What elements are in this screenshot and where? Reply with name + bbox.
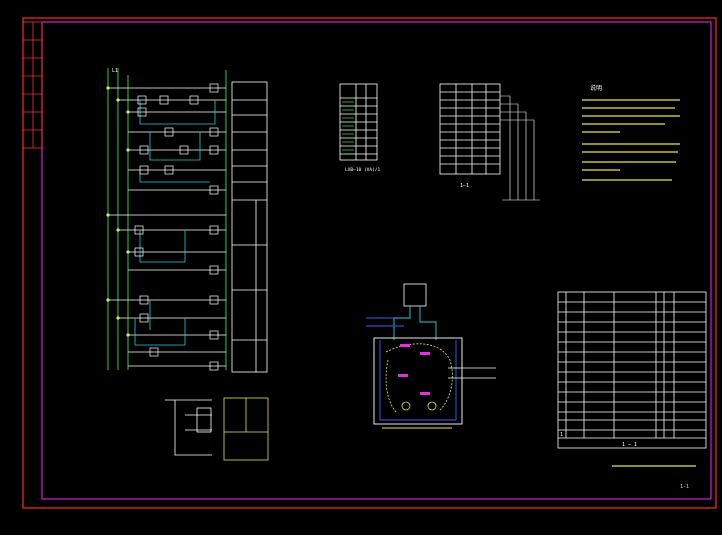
notes-block: 说明: [582, 84, 680, 181]
contact-table-small: LXB—10 (VA)/1: [339, 83, 381, 173]
installation-diagram: [366, 283, 496, 429]
auxiliary-circuit: [165, 397, 269, 461]
inner-frame: [41, 21, 712, 500]
mid-table-caption: 1—1: [460, 183, 469, 189]
bom-bottom-row: 1: [560, 432, 563, 438]
bom-table: 1 1 — 1: [557, 291, 707, 449]
control-circuit: L1: [106, 68, 268, 373]
notes-heading: 说明: [590, 84, 602, 92]
outer-frame: [22, 17, 717, 509]
bus-label: L1: [112, 68, 118, 74]
binding-strip: [22, 21, 43, 149]
terminal-table: 1—1: [439, 83, 540, 201]
title-block: 1-1: [612, 465, 696, 490]
bom-footer: 1 — 1: [622, 442, 637, 448]
small-table-caption: LXB—10 (VA)/1: [345, 167, 381, 173]
sheet-number: 1-1: [680, 484, 689, 490]
